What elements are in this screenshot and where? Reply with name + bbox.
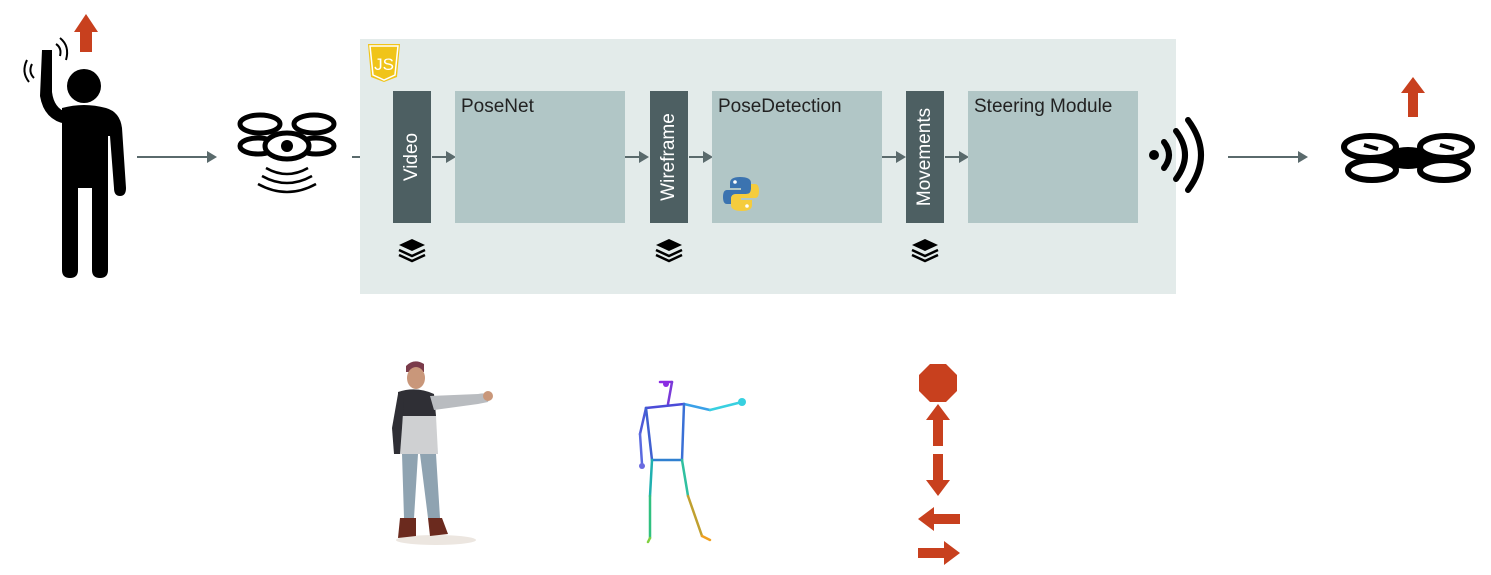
movements-stage: Movements xyxy=(906,91,944,223)
layers-icon xyxy=(910,238,940,264)
down-arrow-icon xyxy=(926,454,950,496)
connector-arrow-4 xyxy=(625,150,649,164)
drone-camera-icon xyxy=(236,108,338,194)
connector-arrow-5 xyxy=(689,150,713,164)
wireless-signal-icon xyxy=(1148,116,1212,194)
video-label: Video xyxy=(401,132,423,182)
wireframe-stage: Wireframe xyxy=(650,91,688,223)
video-stage: Video xyxy=(393,91,431,223)
movements-label: Movements xyxy=(914,107,936,207)
connector-arrow-1 xyxy=(137,150,217,164)
person-pointing-photo xyxy=(378,358,498,548)
layers-icon xyxy=(397,238,427,264)
wireframe-skeleton xyxy=(630,372,760,547)
posenet-label: PoseNet xyxy=(461,96,534,117)
drone-icon xyxy=(1340,130,1478,186)
wireframe-label: Wireframe xyxy=(658,113,679,201)
posedetection-module: PoseDetection xyxy=(712,91,882,223)
person-raising-arm-icon xyxy=(22,12,132,282)
steering-label: Steering Module xyxy=(974,96,1113,117)
steering-module: Steering Module xyxy=(968,91,1138,223)
right-arrow-icon xyxy=(918,541,960,565)
left-arrow-icon xyxy=(918,507,960,531)
layers-icon xyxy=(654,238,684,264)
up-arrow-icon xyxy=(926,404,950,446)
connector-arrow-7 xyxy=(945,150,969,164)
up-arrow-icon xyxy=(1401,77,1425,117)
connector-arrow-3 xyxy=(432,150,456,164)
connector-arrow-8 xyxy=(1228,150,1308,164)
stop-sign-icon xyxy=(919,364,957,402)
js-logo-label: JS xyxy=(374,55,394,74)
js-logo-icon: JS xyxy=(368,44,400,82)
python-logo-icon xyxy=(722,175,760,213)
connector-arrow-6 xyxy=(882,150,906,164)
posenet-module: PoseNet xyxy=(455,91,625,223)
posedetection-label: PoseDetection xyxy=(718,96,842,117)
